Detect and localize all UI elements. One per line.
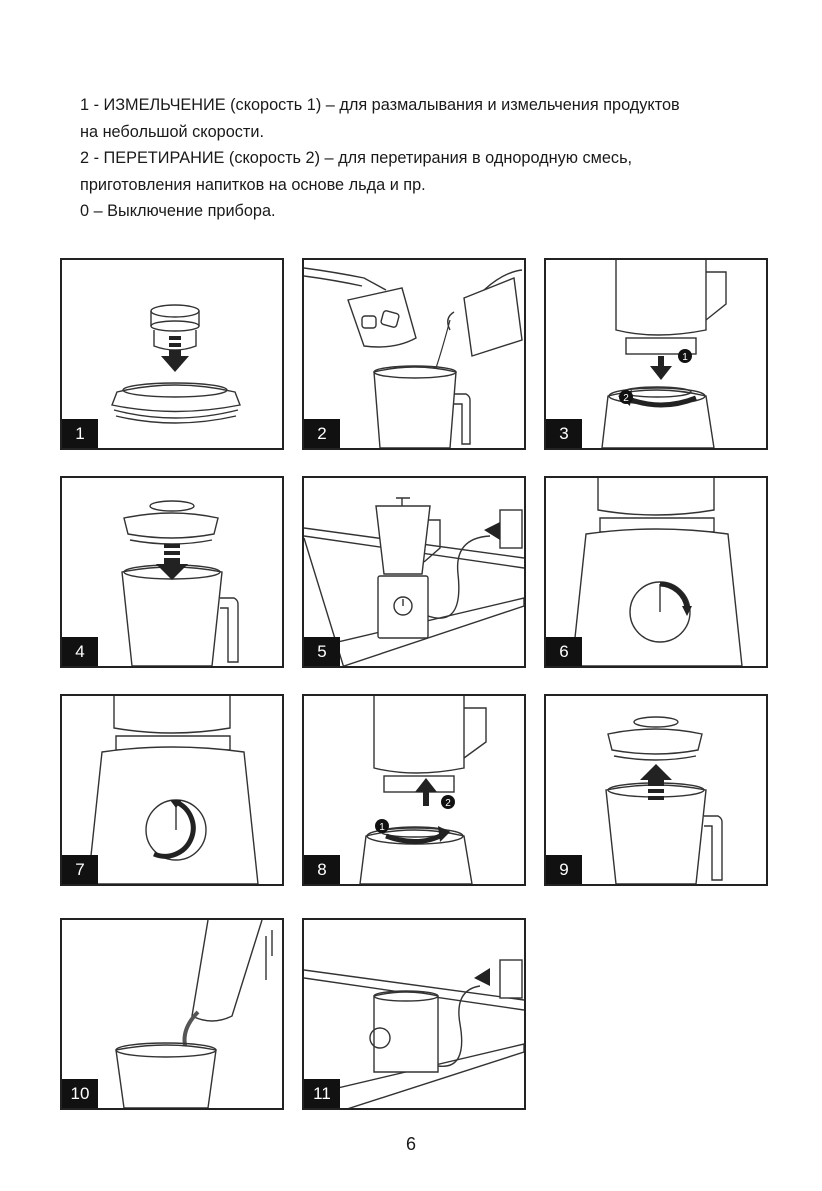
cap-into-lid-illustration xyxy=(111,304,241,424)
plug-arrow-icon xyxy=(484,522,500,540)
arrow-down-icon xyxy=(650,366,672,380)
callout-label: 1 xyxy=(682,352,688,363)
step-number-7: 7 xyxy=(62,855,98,884)
step-2-panel: 2 xyxy=(302,258,526,450)
step-number-4: 4 xyxy=(62,637,98,666)
callout-label: 1 xyxy=(379,822,385,833)
step-4-panel: 4 xyxy=(60,476,284,668)
step-number-5: 5 xyxy=(304,637,340,666)
step-1-panel: 1 xyxy=(60,258,284,450)
lid-onto-jar-illustration xyxy=(121,500,239,666)
remove-lid-illustration xyxy=(605,716,723,884)
instruction-line: 2 - ПЕРЕТИРАНИЕ (скорость 2) – для перет… xyxy=(80,149,633,167)
arrow-down-icon xyxy=(161,336,189,372)
step-3-panel: 1 2 3 xyxy=(544,258,768,450)
step-number-2: 2 xyxy=(304,419,340,448)
plug-in-illustration xyxy=(304,497,524,666)
step-number-6: 6 xyxy=(546,637,582,666)
callout-badge-2 xyxy=(441,795,455,809)
pour-drink-illustration xyxy=(115,920,273,1108)
step-9-panel: 9 xyxy=(544,694,768,886)
callout-badge-2 xyxy=(619,390,633,404)
instructions-text: 1 - ИЗМЕЛЬЧЕНИЕ (скорость 1) – для разма… xyxy=(80,92,780,225)
step-8-panel: 2 1 8 xyxy=(302,694,526,886)
turn-on-dial-illustration xyxy=(571,478,743,666)
callout-label: 2 xyxy=(623,393,629,404)
callout-label: 2 xyxy=(445,798,451,809)
step-number-10: 10 xyxy=(62,1079,98,1108)
step-number-9: 9 xyxy=(546,855,582,884)
rotate-arrow-icon xyxy=(438,826,450,842)
instruction-line: 1 - ИЗМЕЛЬЧЕНИЕ (скорость 1) – для разма… xyxy=(80,96,680,114)
turn-off-dial-illustration xyxy=(87,696,259,884)
add-ingredients-illustration xyxy=(304,267,523,448)
callout-badge-1 xyxy=(375,819,389,833)
unplug-illustration xyxy=(304,959,524,1108)
dial-arrow-icon xyxy=(153,799,196,859)
step-5-panel: 5 xyxy=(302,476,526,668)
unplug-arrow-icon xyxy=(474,968,490,986)
arrow-up-icon xyxy=(640,764,672,780)
arrow-down-icon xyxy=(156,564,188,580)
step-number-1: 1 xyxy=(62,419,98,448)
remove-jar-illustration: 2 1 xyxy=(359,696,487,884)
step-10-panel: 10 xyxy=(60,918,284,1110)
instruction-line: на небольшой скорости. xyxy=(80,122,264,141)
instruction-line: 0 – Выключение прибора. xyxy=(80,202,276,220)
callout-badge-1 xyxy=(678,349,692,363)
step-6-panel: 6 xyxy=(544,476,768,668)
instruction-line: приготовления напитков на основе льда и … xyxy=(80,175,426,194)
step-number-8: 8 xyxy=(304,855,340,884)
step-11-panel: 11 xyxy=(302,918,526,1110)
step-number-3: 3 xyxy=(546,419,582,448)
page-number: 6 xyxy=(405,1134,416,1154)
arrow-up-icon xyxy=(415,778,437,792)
step-7-panel: 7 xyxy=(60,694,284,886)
dial-arrow-icon xyxy=(659,581,690,609)
step-number-11: 11 xyxy=(304,1079,340,1108)
mount-jar-illustration: 1 2 xyxy=(601,260,727,448)
